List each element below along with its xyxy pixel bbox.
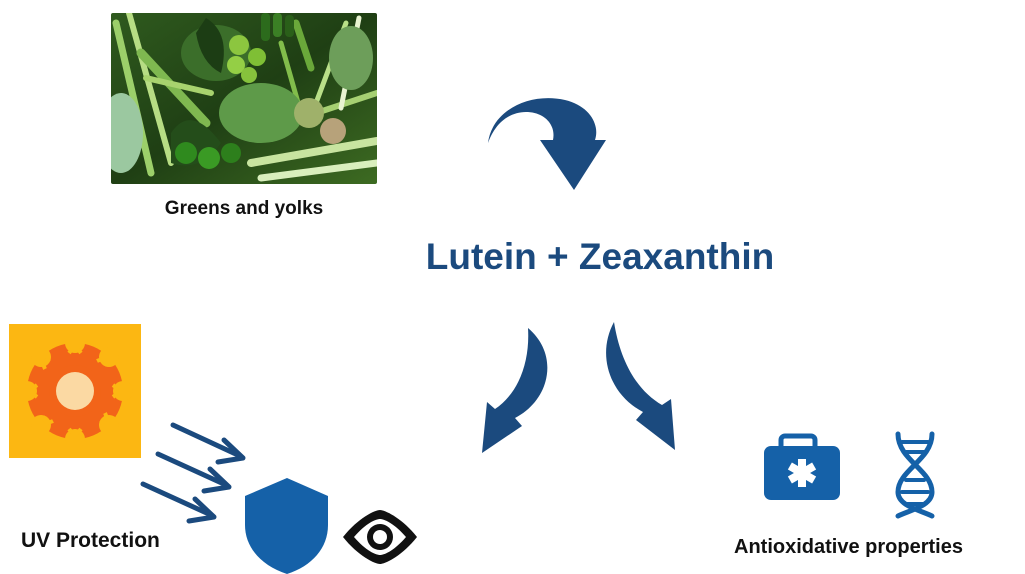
eye-icon bbox=[343, 510, 417, 564]
antioxidative-properties-label: Antioxidative properties bbox=[734, 536, 963, 559]
uv-protection-label: UV Protection bbox=[21, 529, 160, 553]
dna-icon bbox=[898, 434, 932, 516]
uv-rays-icon bbox=[143, 425, 243, 521]
first-aid-kit-icon bbox=[764, 436, 840, 500]
curved-arrow-down-right-icon bbox=[606, 322, 675, 450]
center-title: Lutein + Zeaxanthin bbox=[380, 236, 820, 278]
shield-icon bbox=[245, 478, 328, 574]
sun-icon bbox=[9, 324, 141, 458]
curved-arrow-down-icon bbox=[488, 98, 606, 190]
curved-arrow-down-left-icon bbox=[482, 328, 547, 453]
